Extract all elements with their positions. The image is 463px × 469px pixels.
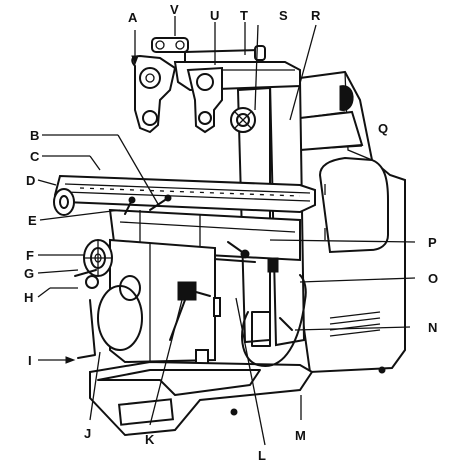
power-cable — [241, 274, 307, 367]
column-body — [236, 70, 406, 374]
label-J: J — [84, 426, 91, 441]
knee — [74, 238, 221, 364]
label-K: K — [145, 432, 155, 447]
label-P: P — [428, 235, 437, 250]
label-C: C — [30, 149, 40, 164]
label-B: B — [30, 128, 39, 143]
label-N: N — [428, 320, 437, 335]
label-E: E — [28, 213, 37, 228]
label-T: T — [240, 8, 248, 23]
work-table — [53, 174, 316, 216]
label-O: O — [428, 271, 438, 286]
label-H: H — [24, 290, 33, 305]
leader-lines — [37, 16, 416, 446]
label-U: U — [210, 8, 219, 23]
label-L: L — [258, 448, 266, 463]
label-Q: Q — [378, 121, 388, 136]
label-G: G — [24, 266, 34, 281]
label-F: F — [26, 248, 34, 263]
part-labels: A V U T S R B C D E F G H I J K L M N O … — [24, 2, 438, 463]
label-M: M — [295, 428, 306, 443]
label-S: S — [279, 8, 288, 23]
spindle-gauge — [230, 107, 256, 133]
table-slots — [79, 187, 301, 197]
label-R: R — [311, 8, 321, 23]
overarm — [131, 37, 301, 134]
machine-base — [89, 360, 386, 437]
label-D: D — [26, 173, 35, 188]
label-A: A — [128, 10, 138, 25]
label-V: V — [170, 2, 179, 17]
label-I: I — [28, 353, 32, 368]
